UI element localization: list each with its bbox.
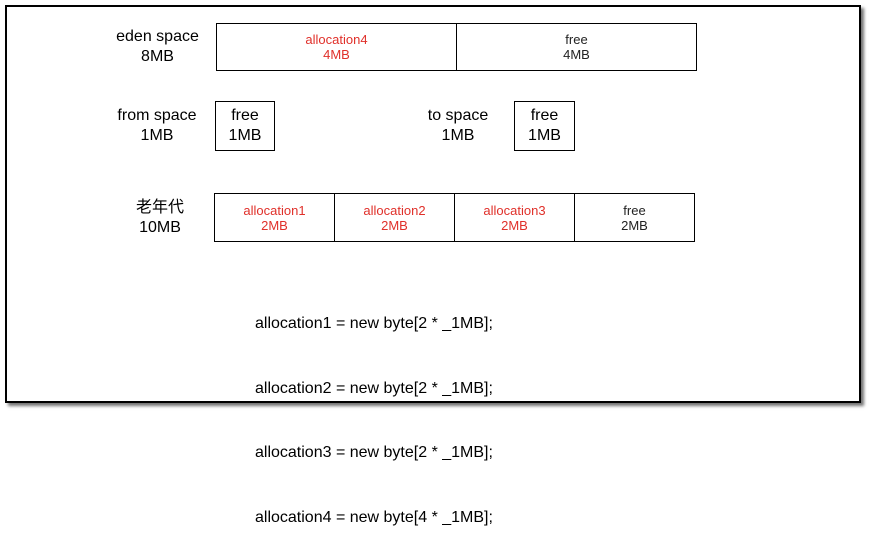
cell-label: allocation2	[363, 202, 426, 218]
eden-space-size: 8MB	[141, 48, 174, 65]
eden-space-label: eden space 8MB	[105, 27, 210, 67]
to-space-size: 1MB	[441, 127, 475, 144]
to-space-box-label: free	[530, 107, 559, 124]
old-gen-label: 老年代 10MB	[125, 198, 195, 238]
old-gen-cell-allocation3: allocation3 2MB	[455, 194, 575, 241]
to-space-box: free 1MB	[514, 101, 575, 151]
cell-size: 4MB	[323, 47, 350, 62]
from-space-box: free 1MB	[215, 101, 275, 151]
old-gen-size: 10MB	[139, 219, 181, 236]
old-gen-name: 老年代	[135, 199, 184, 216]
from-space-box-size: 1MB	[228, 127, 262, 144]
code-line: allocation2 = new byte[2 * _1MB];	[255, 379, 493, 397]
code-line: allocation4 = new byte[4 * _1MB];	[255, 508, 493, 526]
cell-label: allocation4	[305, 32, 368, 47]
cell-label: allocation1	[243, 202, 306, 218]
old-gen-bar: allocation1 2MB allocation2 2MB allocati…	[214, 193, 695, 242]
cell-size: 2MB	[501, 217, 528, 233]
from-space-label: from space 1MB	[107, 106, 207, 146]
cell-size: 2MB	[381, 217, 408, 233]
cell-label: free	[565, 32, 588, 47]
cell-size: 4MB	[563, 47, 590, 62]
old-gen-cell-free: free 2MB	[575, 194, 694, 241]
old-gen-cell-allocation2: allocation2 2MB	[335, 194, 455, 241]
from-space-size: 1MB	[140, 127, 174, 144]
from-space-name: from space	[117, 107, 197, 124]
to-space-name: to space	[427, 107, 489, 124]
eden-space-bar: allocation4 4MB free 4MB	[216, 23, 697, 71]
to-space-box-size: 1MB	[528, 127, 561, 144]
eden-cell-allocation4: allocation4 4MB	[217, 24, 457, 70]
cell-size: 2MB	[261, 217, 288, 233]
eden-cell-free: free 4MB	[457, 24, 696, 70]
code-line: allocation1 = new byte[2 * _1MB];	[255, 315, 493, 332]
cell-label: free	[623, 202, 646, 218]
code-line: allocation3 = new byte[2 * _1MB];	[255, 444, 493, 461]
from-space-box-label: free	[231, 107, 259, 124]
to-space-label: to space 1MB	[413, 106, 503, 146]
cell-size: 2MB	[621, 217, 648, 233]
cell-label: allocation3	[483, 202, 546, 218]
old-gen-cell-allocation1: allocation1 2MB	[215, 194, 335, 241]
eden-space-name: eden space	[116, 28, 199, 45]
